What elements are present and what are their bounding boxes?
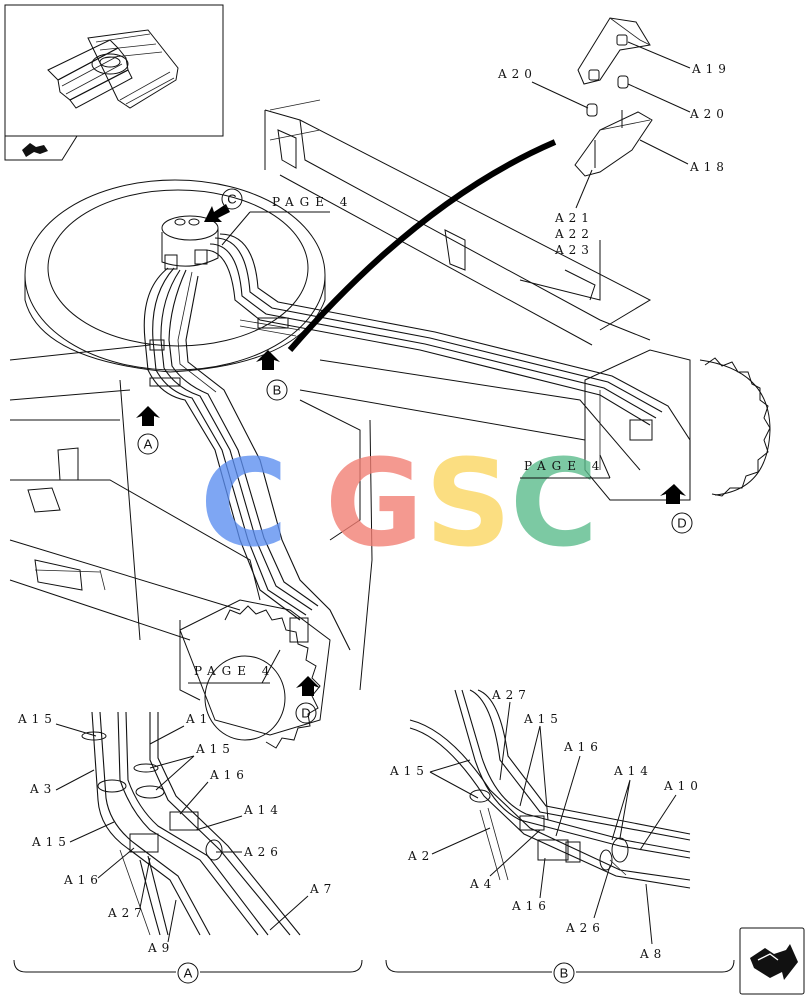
view-marker-c[interactable]: C	[204, 188, 243, 222]
callout-a-a9[interactable]: A9	[147, 941, 174, 955]
callout-a20-right[interactable]: A20	[689, 107, 729, 121]
watermark-letter-3: S	[425, 435, 511, 574]
callout-b-a15-1[interactable]: A15	[523, 712, 563, 726]
watermark-letter-4: C	[510, 435, 598, 574]
detail-b[interactable]: A27 A15 A16 A15 A14 A10 A2 A4 A16 A26 A8	[389, 688, 703, 961]
svg-text:D: D	[677, 516, 686, 531]
svg-text:PAGE 4: PAGE 4	[194, 664, 275, 678]
bracket-callouts: A19 A20 A20 A18 A21 A22 A23	[497, 41, 731, 257]
callout-a-a16-2[interactable]: A16	[63, 873, 103, 887]
callout-a-a15-1[interactable]: A15	[17, 712, 57, 726]
detail-caption-b[interactable]: B	[385, 959, 735, 984]
hose-bracket-assembly[interactable]	[574, 17, 653, 177]
callout-a19[interactable]: A19	[691, 62, 731, 76]
callout-a-a7[interactable]: A7	[309, 882, 336, 896]
watermark: C G S C	[200, 435, 598, 574]
watermark-letter-2: G	[325, 435, 424, 574]
svg-text:B: B	[560, 966, 569, 981]
callout-a20-left[interactable]: A20	[497, 67, 537, 81]
previous-page-arrow-icon[interactable]	[22, 143, 48, 157]
callout-a22[interactable]: A22	[554, 227, 594, 241]
callout-a23[interactable]: A23	[554, 243, 594, 257]
svg-text:A: A	[144, 437, 153, 452]
bracket-leader	[287, 139, 557, 352]
undercarriage-thumbnail-icon	[47, 29, 179, 109]
callout-b-a4[interactable]: A4	[469, 877, 496, 891]
callout-a-a15-3[interactable]: A15	[31, 835, 71, 849]
detail-caption-a[interactable]: A	[13, 959, 363, 984]
callout-a-a26[interactable]: A26	[243, 845, 283, 859]
page-ref-bottom[interactable]: PAGE 4	[188, 649, 281, 684]
next-page-arrow-icon[interactable]	[739, 927, 805, 995]
callout-b-a26[interactable]: A26	[565, 921, 605, 935]
svg-text:PAGE 4: PAGE 4	[272, 195, 353, 209]
inset-panel[interactable]	[4, 4, 224, 161]
hose-bundle[interactable]	[143, 233, 691, 651]
swivel-joint[interactable]	[161, 215, 219, 270]
callout-a21[interactable]: A21	[554, 211, 594, 225]
svg-text:D: D	[301, 706, 310, 721]
callout-a-a1[interactable]: A1	[185, 712, 212, 726]
callout-a-a27[interactable]: A27	[107, 906, 147, 920]
detail-b-hoses	[409, 689, 691, 889]
callout-a-a14[interactable]: A14	[243, 803, 283, 817]
callout-a-a3[interactable]: A3	[29, 782, 56, 796]
callout-a-a16-1[interactable]: A16	[209, 768, 249, 782]
detail-a-hoses	[81, 711, 301, 936]
view-marker-a[interactable]: A	[136, 406, 160, 455]
spacer-a20-icon	[617, 75, 629, 89]
callout-a-a15-2[interactable]: A15	[195, 742, 235, 756]
main-frame	[9, 99, 771, 749]
callout-b-a2[interactable]: A2	[407, 849, 434, 863]
watermark-letter-1: C	[200, 435, 288, 574]
callout-b-a27[interactable]: A27	[491, 688, 531, 702]
callout-a18[interactable]: A18	[689, 160, 729, 174]
nut-a19-icon	[616, 34, 628, 46]
callout-b-a14[interactable]: A14	[613, 764, 653, 778]
svg-text:A: A	[184, 966, 193, 981]
callout-b-a10[interactable]: A10	[663, 779, 703, 793]
svg-text:B: B	[273, 383, 282, 398]
callout-b-a8[interactable]: A8	[639, 947, 666, 961]
svg-text:PAGE 4: PAGE 4	[524, 459, 605, 473]
callout-b-a16-2[interactable]: A16	[511, 899, 551, 913]
view-marker-d-bottom[interactable]: D	[295, 676, 320, 724]
detail-a[interactable]: A15 A1 A15 A3 A16 A14 A15 A26 A16 A7 A27…	[17, 711, 336, 955]
callout-b-a15-2[interactable]: A15	[389, 764, 429, 778]
svg-text:C: C	[227, 192, 236, 207]
view-marker-d-right[interactable]: D	[660, 484, 693, 534]
page-ref-top[interactable]: PAGE 4	[221, 195, 353, 246]
view-marker-b[interactable]: B	[256, 350, 288, 401]
callout-b-a16-1[interactable]: A16	[563, 740, 603, 754]
page-ref-right[interactable]: PAGE 4	[520, 454, 611, 479]
